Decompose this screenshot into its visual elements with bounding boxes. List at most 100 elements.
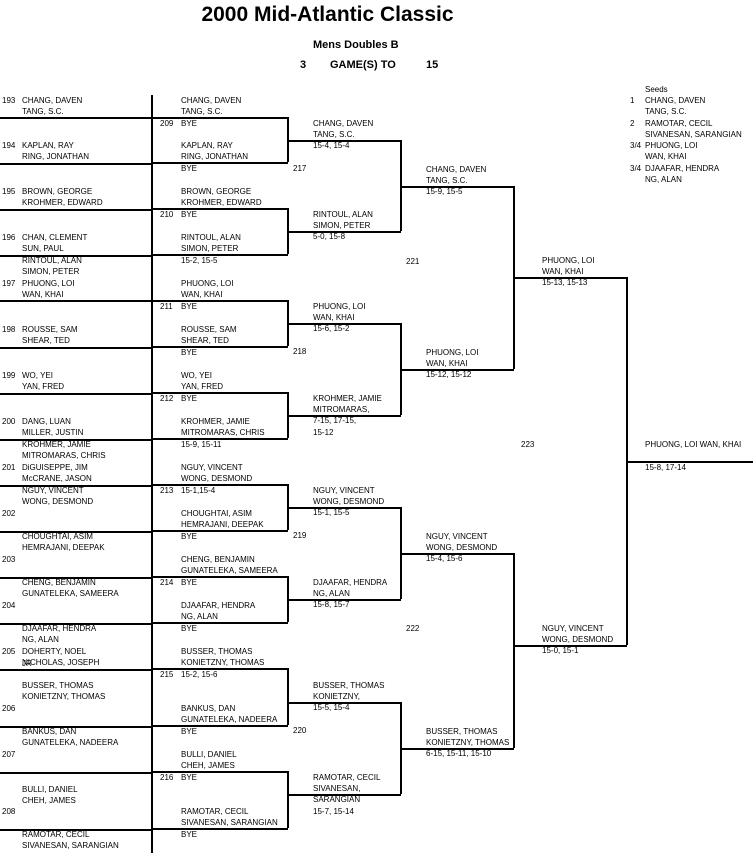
player-name: SUN, PAUL [22,244,64,253]
bye-label: BYE [181,624,198,633]
draw-number: 207 [2,750,16,759]
bracket-line [152,346,288,348]
bye-label: BYE [181,210,198,219]
player-name: NG, ALAN [22,635,59,644]
player-name: DiGUISEPPE, JIM [22,463,88,472]
player-name: WONG, DESMOND [542,635,614,644]
player-name: NGUY, VINCENT [542,624,604,633]
bracket-line [0,829,152,831]
player-name: DJAAFAR, HENDRA [181,601,256,610]
bracket-line [0,726,152,728]
player-name: BUSSER, THOMAS [22,681,94,690]
player-name: CHANG, DAVEN [22,96,83,105]
bye-label: BYE [181,164,198,173]
player-name: PHUONG, LOI [426,348,479,357]
seed-number: 3/4 [630,164,642,173]
bracket-line [0,117,152,119]
seed-number: 2 [630,119,635,128]
draw-number: 203 [2,555,16,564]
player-name: KROHMER, EDWARD [181,198,262,207]
bracket-line [288,794,401,796]
bracket-line [288,140,401,142]
player-name: NGUY, VINCENT [181,463,243,472]
match-score: 15-9, 15-11 [181,440,222,449]
player-name: KROHMER, EDWARD [22,198,103,207]
player-name: SIMON, PETER [313,221,371,230]
bye-label: BYE [181,394,198,403]
bracket-line [0,393,152,395]
bracket-line [401,369,514,371]
bracket-line [514,645,627,647]
player-name: BANKUS, DAN [181,704,236,713]
seed-player: RAMOTAR, CECIL [645,119,713,128]
player-name: RING, JONATHAN [22,152,89,161]
seeds-label: Seeds [645,85,668,94]
player-name: CHANG, DAVEN [181,96,242,105]
bracket-line [287,668,289,725]
player-name: KONIETZNY, THOMAS [181,658,265,667]
match-score: 15-9, 15-5 [426,187,463,196]
player-name: NICHOLAS, JOSEPH [22,658,100,667]
page-title: 2000 Mid-Atlantic Classic [201,3,454,26]
bracket-line [513,553,515,748]
draw-number: 196 [2,233,16,242]
player-name: DOHERTY, NOEL [22,647,87,656]
player-name: KONIETZNY, THOMAS [426,738,510,747]
player-name: BROWN, GEORGE [181,187,252,196]
player-name: GUNATELEKA, SAMEERA [181,566,278,575]
bracket-line [401,748,514,750]
bracket-line [401,553,514,555]
seed-number: 1 [630,96,635,105]
player-name: SIVANESAN, [313,784,361,793]
player-name: BULLI, DANIEL [181,750,237,759]
match-number: 210 [160,210,174,219]
bracket-line [152,208,288,210]
player-name: KAPLAN, RAY [22,141,74,150]
player-name: BANKUS, DAN [22,727,77,736]
player-name: HEMRAJANI, DEEPAK [181,520,264,529]
player-name: WONG, DESMOND [181,474,253,483]
bye-label: BYE [181,302,198,311]
player-name: RING, JONATHAN [181,152,248,161]
bye-label: BYE [181,348,198,357]
match-score: 15-4, 15-4 [313,141,350,150]
bracket-line [0,347,152,349]
bracket-line [0,439,152,441]
seed-player: SIVANESAN, SARANGIAN [645,130,742,139]
player-name: RAMOTAR, CECIL [181,807,249,816]
player-name: McCRANE, JASON [22,474,92,483]
player-name: BUSSER, THOMAS [313,681,385,690]
draw-number: 204 [2,601,16,610]
bracket-line [0,772,152,774]
match-score: 15-6, 15-2 [313,324,350,333]
draw-number: 205 [2,647,16,656]
bracket-line [0,209,152,211]
player-name: MITROMARAS, [313,405,370,414]
player-name: CHEH, JAMES [181,761,235,770]
player-name: RINTOUL, ALAN [181,233,241,242]
bracket-line [287,771,289,828]
match-number: 214 [160,578,174,587]
player-name: TANG, S.C. [426,176,468,185]
player-name: WO, YEI [22,371,53,380]
bracket-line [288,415,401,417]
bracket-line [401,186,514,188]
draw-number: 199 [2,371,16,380]
player-name: BUSSER, THOMAS [181,647,253,656]
player-name: DJAAFAR, HENDRA [313,578,388,587]
player-name: BULLI, DANIEL [22,785,78,794]
draw-number: 198 [2,325,16,334]
match-score: 15-13, 15-13 [542,278,588,287]
bracket-line [0,577,152,579]
match-score: 15-1, 15-5 [313,508,350,517]
player-name: YAN, FRED [181,382,224,391]
bracket-line [288,702,401,704]
player-name: GUNATELEKA, SAMEERA [22,589,119,598]
player-name: NGUY, VINCENT [22,486,84,495]
player-name: WONG, DESMOND [313,497,385,506]
player-name: CHAN, CLEMENT [22,233,88,242]
player-name: HEMRAJANI, DEEPAK [22,543,105,552]
player-name: ROUSSE, SAM [22,325,78,334]
seed-player: PHUONG, LOI [645,141,698,150]
